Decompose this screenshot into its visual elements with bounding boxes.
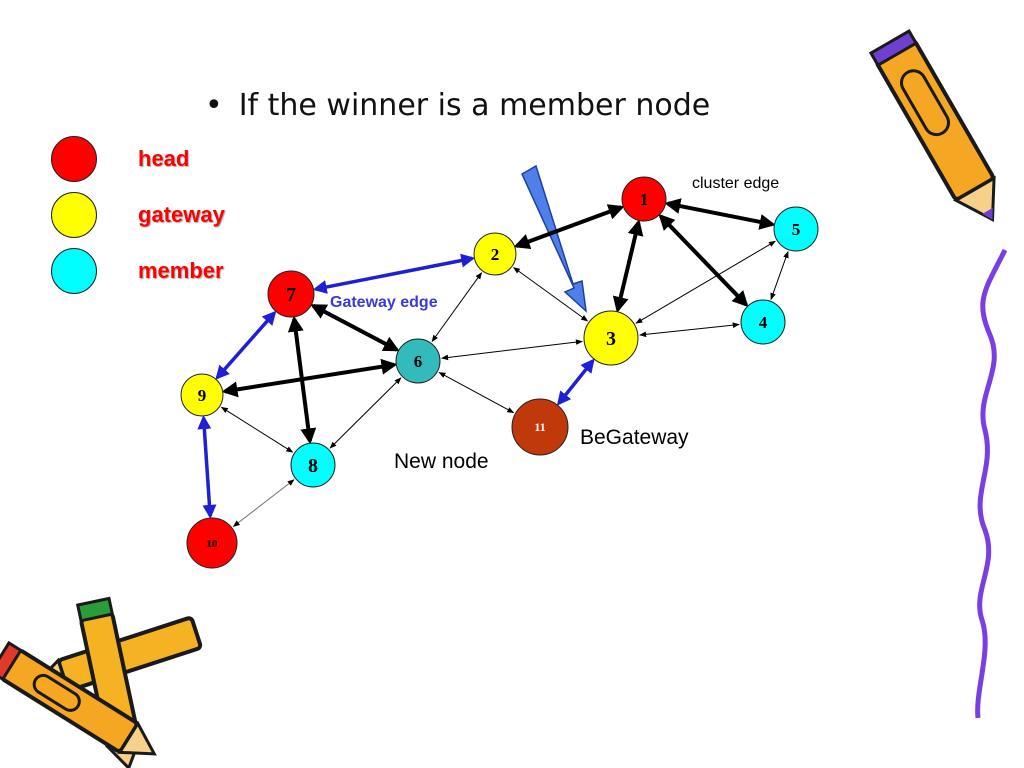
legend-gateway-swatch: [51, 192, 97, 238]
edge-5-3: [635, 240, 776, 324]
node-7-circle: [267, 270, 315, 318]
node-11: 11: [511, 398, 569, 456]
legend-gateway-label: gateway: [138, 202, 225, 227]
bullet-point: • If the winner is a member node: [205, 88, 710, 123]
node-1-circle: [621, 176, 667, 222]
edge-3-6: [441, 339, 583, 361]
legend-member-label: member: [138, 258, 224, 283]
legend-head-swatch: [51, 136, 97, 182]
node-9: 9: [180, 373, 224, 417]
edge-6-8: [329, 377, 402, 449]
node-11-circle: [511, 398, 569, 456]
node-6-circle: [395, 338, 441, 384]
node-8-circle: [290, 442, 336, 488]
node-5: 5: [773, 206, 819, 252]
node-2-label: 2: [491, 245, 500, 264]
be-gateway-label: BeGateway: [580, 426, 689, 449]
node-layer: 1 2 3 4 5 6 7 8 9 10 11: [180, 176, 819, 569]
edge-8-10: [232, 479, 295, 527]
node-2-circle: [473, 232, 517, 276]
node-9-label: 9: [198, 386, 207, 405]
new-node-label: New node: [394, 450, 489, 473]
node-4: 4: [740, 299, 786, 345]
bullet-text: If the winner is a member node: [238, 88, 711, 123]
node-5-label: 5: [792, 220, 801, 239]
node-2: 2: [473, 232, 517, 276]
gateway-edge-label: Gateway edge: [330, 294, 438, 311]
node-4-label: 4: [759, 313, 768, 332]
node-1-label: 1: [640, 190, 649, 209]
node-6-label: 6: [414, 352, 423, 371]
node-3: 3: [583, 310, 639, 366]
edge-5-4: [770, 250, 789, 301]
edge-6-9: [221, 358, 398, 398]
legend-head-label: head: [138, 146, 190, 171]
edge-11-6: [438, 371, 515, 414]
cluster-edge-label: cluster edge: [692, 175, 779, 192]
edge-1-2: [513, 204, 625, 250]
node-7: 7: [267, 270, 315, 318]
edge-layer: [197, 198, 789, 527]
pencil-clipart-bottom-left: [0, 596, 203, 768]
bullet-marker: •: [205, 88, 223, 123]
legend-member-swatch: [51, 248, 97, 294]
node-8: 8: [290, 442, 336, 488]
node-9-circle: [180, 373, 224, 417]
edge-2-6: [431, 272, 483, 343]
wavy-line-decoration: [975, 248, 1008, 719]
node-3-label: 3: [606, 328, 616, 350]
node-10-label: 10: [207, 538, 219, 550]
edge-1-3: [612, 219, 644, 313]
edge-9-8: [220, 406, 294, 453]
edge-7-6: [310, 303, 400, 352]
node-4-circle: [740, 299, 786, 345]
pencil-clipart-top-right: [868, 29, 996, 223]
edge-3-4: [639, 322, 740, 338]
node-1: 1: [621, 176, 667, 222]
node-3-circle: [583, 310, 639, 366]
node-10-circle: [186, 517, 238, 569]
node-7-label: 7: [286, 284, 296, 306]
edge-1-5: [664, 198, 776, 230]
node-10: 10: [186, 517, 238, 569]
node-5-circle: [773, 206, 819, 252]
edge-3-2: [513, 267, 589, 322]
edge-9-10: [197, 415, 217, 519]
node-6: 6: [395, 338, 441, 384]
node-8-label: 8: [308, 455, 318, 477]
edge-1-4: [658, 213, 749, 308]
edge-7-9: [215, 310, 277, 380]
edge-11-3: [556, 358, 595, 406]
node-11-label: 11: [534, 420, 545, 434]
edge-7-2: [312, 253, 476, 294]
